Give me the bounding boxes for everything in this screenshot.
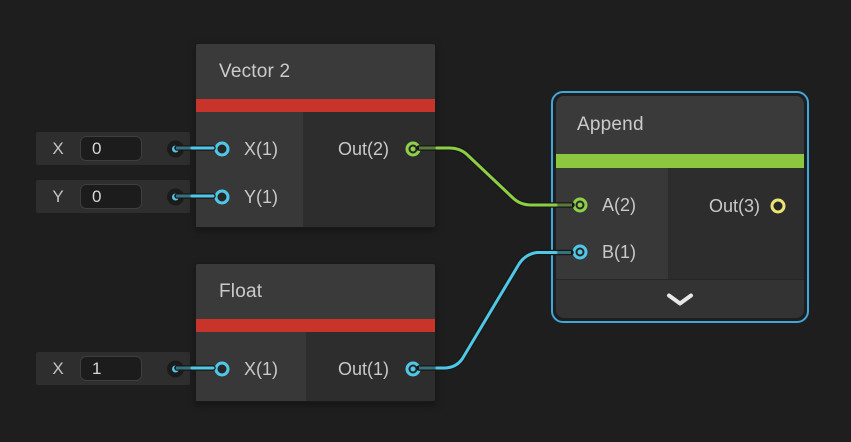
node-vector2-body: X(1) Y(1) Out(2) (196, 112, 435, 227)
widget-connector-dot[interactable] (167, 188, 184, 205)
input-column (196, 112, 303, 227)
node-accent-bar-red (196, 99, 435, 112)
port-append-out-output[interactable] (770, 198, 786, 214)
vector2-x-value-field[interactable]: 0 (80, 136, 142, 161)
widget-label: X (52, 138, 64, 158)
chevron-down-icon (667, 293, 693, 305)
node-append[interactable]: Append A(2) B(1) Out(3) (556, 96, 804, 318)
port-float-out-output[interactable] (405, 361, 421, 377)
edge-vector2-out-to-append-a[interactable] (435, 146, 558, 207)
port-label-y1: Y(1) (244, 187, 279, 207)
field-value: 1 (92, 358, 102, 378)
port-append-a-input[interactable] (572, 197, 588, 213)
node-title: Append (577, 114, 644, 135)
port-label-x1: X(1) (244, 139, 279, 159)
node-float[interactable]: Float X(1) Out(1) (195, 263, 436, 402)
node-vector2[interactable]: Vector 2 X(1) Y(1) Out(2) (195, 43, 436, 228)
node-append-selection-outline: Append A(2) B(1) Out(3) (551, 91, 809, 323)
port-float-x-input[interactable] (214, 361, 230, 377)
float-x-value-field[interactable]: 1 (80, 356, 142, 381)
port-label-out2: Out(2) (337, 139, 389, 159)
inline-widget-vector2-x: X 0 (36, 132, 190, 165)
edge-float-out-to-append-b[interactable] (435, 251, 558, 370)
node-append-collapse-toggle[interactable] (556, 279, 804, 318)
edge-underlay (416, 249, 574, 371)
node-vector2-header[interactable]: Vector 2 (196, 44, 435, 99)
widget-label: Y (52, 186, 64, 206)
node-title: Float (219, 280, 263, 302)
port-connected-dot (410, 146, 416, 152)
port-connected-dot (410, 366, 416, 372)
node-title: Vector 2 (219, 60, 291, 82)
port-append-b-input[interactable] (572, 244, 588, 260)
connector-dot-icon (172, 193, 179, 200)
node-append-body: A(2) B(1) Out(3) (556, 168, 804, 280)
port-label-out3: Out(3) (708, 196, 760, 216)
field-value: 0 (92, 186, 102, 206)
inline-widget-float-x: X 1 (36, 352, 190, 385)
inline-widget-vector2-y: Y 0 (36, 180, 190, 213)
widget-label: X (52, 358, 64, 378)
port-label-b1: B(1) (602, 242, 637, 262)
port-label-a2: A(2) (602, 195, 637, 215)
port-vector2-x-input[interactable] (214, 141, 230, 157)
port-label-out1: Out(1) (337, 359, 389, 379)
port-connected-dot (577, 249, 583, 255)
edge-underlay (416, 145, 575, 208)
input-column (556, 168, 668, 280)
port-vector2-y-input[interactable] (214, 189, 230, 205)
node-float-header[interactable]: Float (196, 264, 435, 319)
port-label-x1: X(1) (244, 359, 279, 379)
node-append-header[interactable]: Append (556, 96, 804, 154)
widget-connector-dot[interactable] (167, 140, 184, 157)
node-accent-bar-red (196, 319, 435, 332)
connector-dot-icon (172, 365, 179, 372)
port-vector2-out-output[interactable] (405, 141, 421, 157)
node-accent-bar-green (556, 154, 804, 168)
connector-dot-icon (172, 145, 179, 152)
widget-connector-dot[interactable] (167, 360, 184, 377)
node-float-body: X(1) Out(1) (196, 332, 435, 401)
field-value: 0 (92, 138, 102, 158)
port-connected-dot (577, 202, 583, 208)
vector2-y-value-field[interactable]: 0 (80, 184, 142, 209)
